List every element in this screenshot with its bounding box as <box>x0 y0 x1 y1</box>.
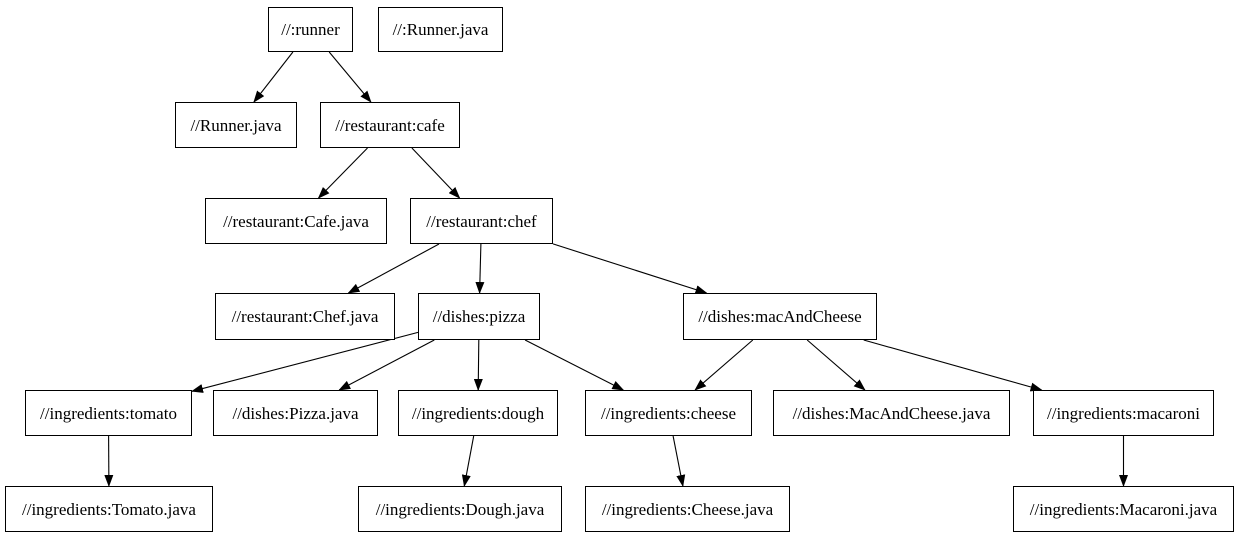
graph-edge-runner-to-runner_java <box>253 51 294 103</box>
graph-node-label: //restaurant:Cafe.java <box>223 211 369 231</box>
graph-node-label: //:runner <box>281 20 340 39</box>
graph-edge-cheese-to-cheese_java <box>672 435 686 487</box>
graph-node-label: //ingredients:Cheese.java <box>601 499 774 519</box>
graph-edge-runner-to-cafe <box>328 51 372 103</box>
graph-edge-mac_and_cheese-to-mac_and_cheese_java <box>806 339 866 391</box>
graph-edge-cafe-to-cafe_java <box>317 147 368 199</box>
graph-node-label: //ingredients:Dough.java <box>375 499 545 519</box>
graph-node-dough_java: //ingredients:Dough.java <box>358 486 562 532</box>
graph-node-runner_java: //Runner.java <box>175 102 297 148</box>
graph-node-dough: //ingredients:dough <box>398 390 558 436</box>
graph-node-label: //ingredients:macaroni <box>1047 403 1200 423</box>
graph-node-label: //ingredients:Macaroni.java <box>1029 499 1218 519</box>
graph-node-pizza_java: //dishes:Pizza.java <box>213 390 378 436</box>
graph-node-chef: //restaurant:chef <box>410 198 553 244</box>
graph-node-macaroni_java: //ingredients:Macaroni.java <box>1013 486 1234 532</box>
graph-edge-mac_and_cheese-to-cheese <box>694 339 754 391</box>
graph-node-label: //:Runner.java <box>392 20 489 39</box>
graph-edge-chef-to-chef_java <box>347 243 440 294</box>
graph-node-tomato_java: //ingredients:Tomato.java <box>5 486 213 532</box>
graph-node-mac_and_cheese: //dishes:macAndCheese <box>683 293 877 340</box>
graph-edge-chef-to-pizza <box>475 243 485 294</box>
graph-node-cafe: //restaurant:cafe <box>320 102 460 148</box>
graph-node-runner: //:runner <box>268 7 353 52</box>
graph-node-cheese: //ingredients:cheese <box>585 390 752 436</box>
graph-edge-mac_and_cheese-to-macaroni <box>863 339 1043 392</box>
graph-node-label: //dishes:MacAndCheese.java <box>792 403 991 423</box>
graph-node-label: //ingredients:cheese <box>600 403 736 423</box>
graph-node-label: //restaurant:chef <box>426 211 537 231</box>
graph-node-macaroni: //ingredients:macaroni <box>1033 390 1214 436</box>
graph-node-label: //ingredients:tomato <box>40 403 177 423</box>
graph-edge-chef-to-mac_and_cheese <box>552 243 708 294</box>
graph-node-mac_and_cheese_java: //dishes:MacAndCheese.java <box>773 390 1010 436</box>
graph-edge-pizza-to-dough <box>473 339 483 391</box>
graph-node-label: //restaurant:Chef.java <box>231 307 379 326</box>
graph-edge-pizza-to-tomato <box>191 331 419 393</box>
graph-edge-pizza-to-cheese <box>524 339 625 391</box>
graph-node-runner_java_src: //:Runner.java <box>378 7 503 52</box>
graph-node-label: //ingredients:Tomato.java <box>22 499 196 519</box>
graph-edge-dough-to-dough_java <box>461 435 475 487</box>
graph-node-label: //Runner.java <box>190 115 282 135</box>
graph-edge-cafe-to-chef <box>411 147 461 199</box>
graph-node-cheese_java: //ingredients:Cheese.java <box>585 486 790 532</box>
graph-node-label: //dishes:Pizza.java <box>232 403 359 423</box>
graph-node-label: //ingredients:dough <box>411 403 545 423</box>
graph-node-tomato: //ingredients:tomato <box>25 390 192 436</box>
graph-node-label: //dishes:macAndCheese <box>698 307 862 326</box>
graph-node-pizza: //dishes:pizza <box>418 293 540 340</box>
graph-node-label: //restaurant:cafe <box>335 115 445 135</box>
graph-edge-pizza-to-pizza_java <box>338 339 435 391</box>
graph-node-chef_java: //restaurant:Chef.java <box>215 293 395 340</box>
graph-node-label: //dishes:pizza <box>432 307 526 326</box>
graph-node-cafe_java: //restaurant:Cafe.java <box>205 198 387 244</box>
